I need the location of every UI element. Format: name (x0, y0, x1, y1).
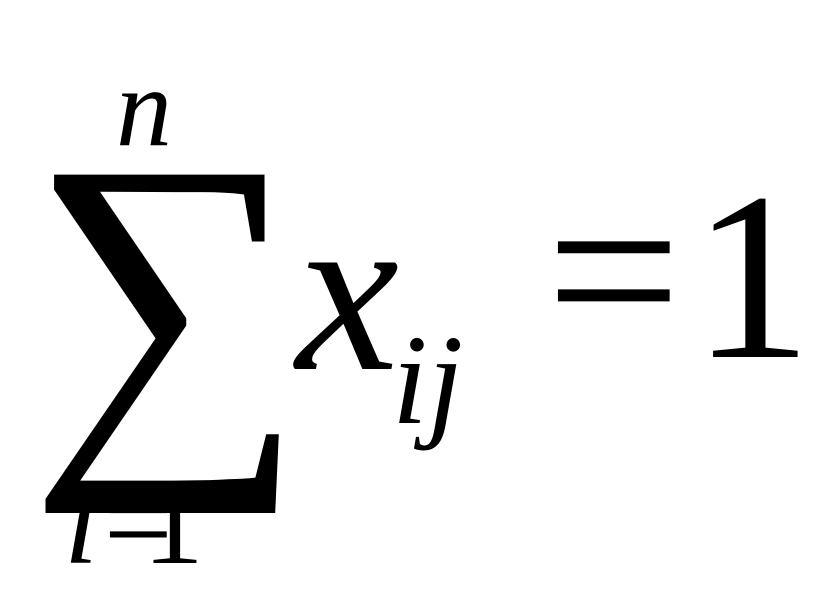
lower-limit-index: i (64, 455, 98, 590)
right-hand-side: 1 (692, 143, 812, 409)
equals-sign: = (546, 137, 682, 403)
summation-sign: ∑ (28, 83, 307, 515)
upper-limit: n (116, 46, 172, 170)
summand-variable: x (296, 163, 399, 420)
summand-subscript: ij (392, 309, 464, 451)
lower-limit-value: 1 (142, 455, 204, 590)
lower-limit-equals: = (103, 455, 173, 590)
lower-limit: i=1 (64, 462, 204, 584)
